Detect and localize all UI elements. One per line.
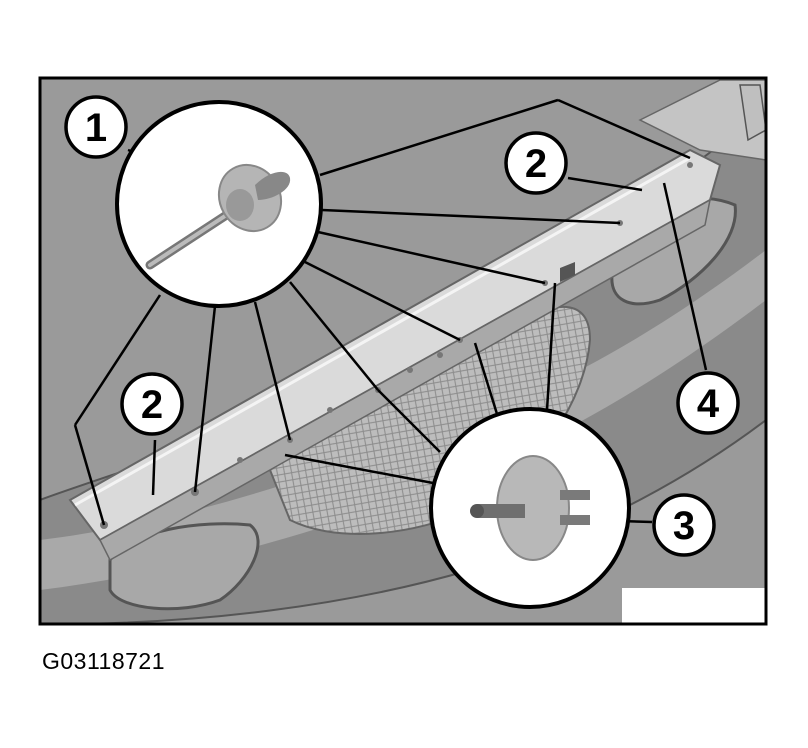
magnifier-clip (429, 407, 631, 609)
magnifier-rivet (115, 100, 323, 308)
bumper-carrier (68, 148, 722, 542)
leader-lines (73, 98, 708, 526)
diagram-frame (38, 76, 768, 626)
callout-4: 4 (676, 371, 740, 435)
callout-2-left: 2 (120, 372, 184, 436)
callout-4-label: 4 (697, 382, 720, 426)
callout-1: 1 (64, 95, 128, 159)
corner-blank-box (622, 588, 766, 624)
callout-2-left-label: 2 (141, 383, 163, 427)
left-opening (108, 522, 260, 611)
figure-id-label: G03118721 (42, 648, 166, 674)
callout-3: 3 (652, 493, 716, 557)
callout-1-label: 1 (85, 106, 107, 150)
callout-2-top: 2 (504, 131, 568, 195)
callout-2-top-label: 2 (525, 142, 547, 186)
callout-3-label: 3 (673, 504, 695, 548)
